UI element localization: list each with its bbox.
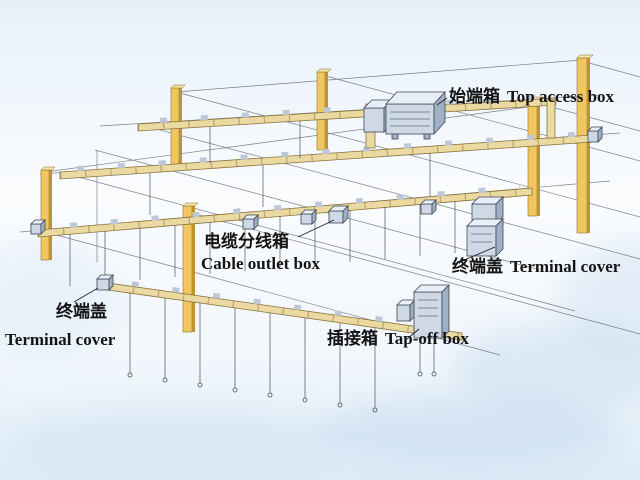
terminal-box-lower (466, 218, 504, 257)
label-top-access-en: Top access box (507, 87, 615, 106)
leader-top-access (436, 97, 448, 106)
label-tap-off-en: Tap-off box (385, 329, 469, 348)
tap-off-box (396, 284, 450, 377)
terminal-cover-box-right (466, 196, 504, 257)
tap-off-companion-box (396, 299, 416, 322)
label-top-access-zh: 始端箱 (449, 86, 500, 106)
columns (40, 54, 594, 333)
leader-terminal-right (461, 246, 496, 262)
rod-hooks (127, 372, 378, 413)
terminal-cover-cap-left (96, 274, 114, 291)
label-terminal-cover-left-en: Terminal cover (5, 330, 116, 349)
elbow-duct (546, 99, 556, 139)
leader-tap-off (406, 328, 420, 340)
small-outlet-box (300, 209, 317, 225)
label-terminal-cover-right: 终端盖 Terminal cover (452, 256, 621, 276)
label-cable-outlet-zh: 电缆分线箱 (204, 231, 289, 251)
label-top-access-box: 始端箱 Top access box (449, 86, 615, 106)
label-cable-outlet-en: Cable outlet box (201, 254, 321, 273)
leader-terminal-left (73, 287, 99, 303)
labels: 始端箱 Top access box 电缆分线箱 Cable outlet box… (5, 86, 621, 349)
label-tap-off-box: 插接箱 Tap-off box (327, 328, 469, 348)
label-terminal-cover-left-zh: 终端盖 (56, 301, 107, 321)
top-access-box (363, 90, 446, 140)
busway-run-middle (37, 184, 533, 238)
cable-outlet-box (328, 205, 349, 224)
leader-lines (73, 97, 496, 340)
outlet-boxes (242, 199, 437, 230)
label-tap-off-zh: 插接箱 (327, 328, 378, 348)
leader-cable-outlet (297, 219, 335, 238)
label-terminal-right-zh: 终端盖 (452, 256, 503, 276)
clouds (0, 240, 640, 470)
column (182, 202, 199, 333)
small-outlet-box (420, 199, 437, 215)
terminal-cover-cap-middle (30, 219, 46, 235)
hanger-rods (69, 121, 491, 413)
small-outlet-box (242, 214, 259, 230)
terminal-cover-cap-right (587, 126, 603, 143)
column (40, 166, 56, 261)
column (576, 54, 594, 234)
label-terminal-right-en: Terminal cover (510, 257, 621, 276)
